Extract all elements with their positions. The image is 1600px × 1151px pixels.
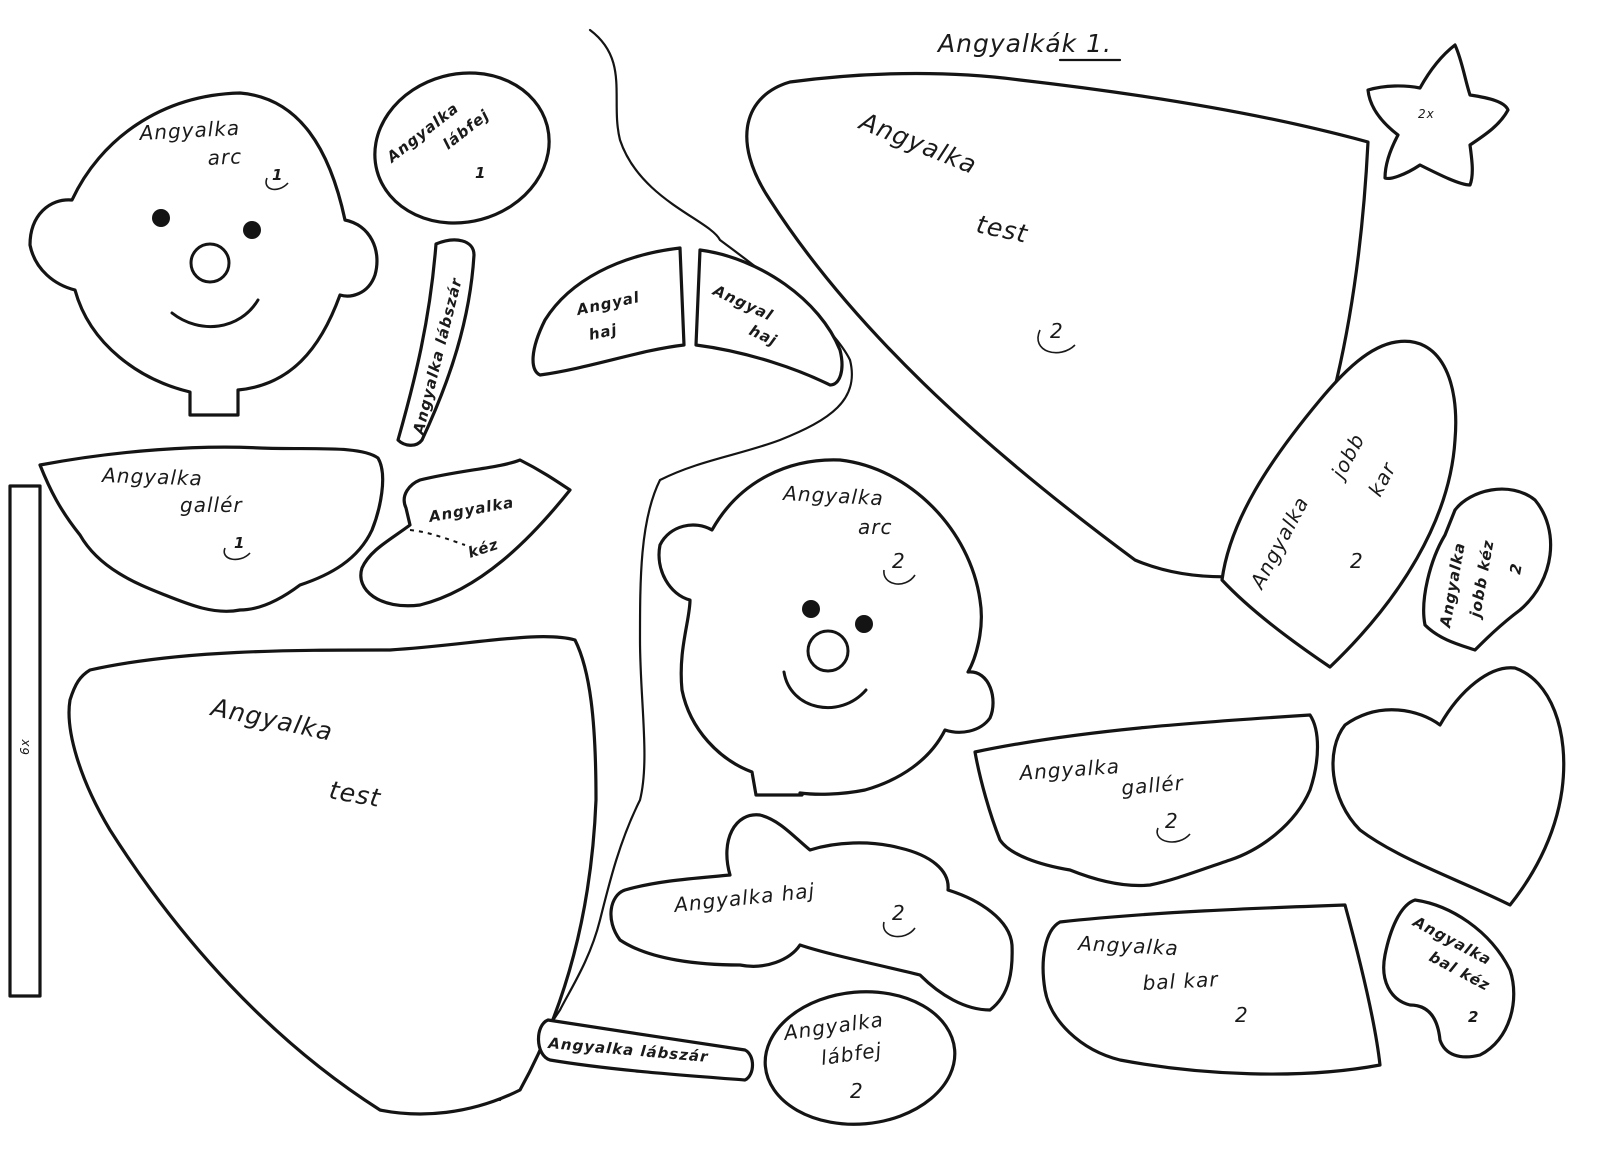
count-circle-icon <box>1156 827 1191 843</box>
arc1-line2: arc <box>207 144 243 170</box>
strip-mult: 6x <box>18 738 32 755</box>
jobb-kar-outline <box>1220 339 1458 669</box>
strip-outline <box>8 484 42 998</box>
angyalka-arc-2-piece: Angyalka arc 2 <box>657 458 995 797</box>
bal-kar-outline <box>1041 903 1382 1076</box>
labszar-2-outline <box>536 1018 755 1082</box>
jobbkar-count: 2 <box>1350 549 1364 573</box>
galler2-count: 2 <box>1165 809 1179 833</box>
angyalka-galler-2-piece: Angyalka gallér 2 <box>973 713 1320 888</box>
arc2-line1: Angyalka <box>781 481 885 510</box>
smile-icon <box>782 670 868 710</box>
galler1-line1: Angyalka <box>100 463 203 491</box>
angyalka-test-2-piece: Angyalka test 2 <box>745 71 1370 579</box>
angyalka-bal-kar-piece: Angyalka bal kar 2 <box>1041 903 1382 1076</box>
sheet-title: Angyalkák 1. <box>936 29 1112 58</box>
nose-icon <box>189 242 231 284</box>
galler-2-outline <box>973 713 1320 888</box>
angyalka-labfej-2-piece: Angyalka lábfej 2 <box>763 990 957 1126</box>
haj-left-line2: haj <box>587 320 619 344</box>
count-circle-icon <box>265 177 289 191</box>
balkar-line2: bal kar <box>1142 967 1220 995</box>
angyalka-labszar-2-piece: Angyalka lábszár <box>536 1018 755 1082</box>
star-piece: 2x <box>1366 43 1510 187</box>
left-eye-icon <box>802 600 820 618</box>
right-eye-icon <box>855 615 873 633</box>
labfej-2-outline <box>763 990 957 1126</box>
angyalka-jobb-kez-piece: Angyalka jobb kéz 2 <box>1422 487 1553 652</box>
jobb-kez-outline <box>1422 487 1553 652</box>
angyalka-labfej-1-piece: Angyalka lábfej 1 <box>373 71 551 225</box>
labfej2-count: 2 <box>850 1079 864 1103</box>
balkar-line1: Angyalka <box>1076 931 1180 960</box>
arc2-count: 2 <box>892 549 906 573</box>
galler1-count: 1 <box>234 534 245 552</box>
star-outline <box>1366 43 1510 187</box>
galler1-line2: gallér <box>180 493 243 517</box>
angyalka-labszar-1-piece: Angyalka lábszár <box>396 238 476 447</box>
heart-outline <box>1331 666 1566 907</box>
haj2-count: 2 <box>892 901 906 925</box>
arc1-count: 1 <box>272 166 283 184</box>
labfej1-count: 1 <box>475 164 486 182</box>
left-eye-icon <box>152 209 170 227</box>
kez-fold-line <box>409 529 466 546</box>
galler-1-outline <box>38 445 385 613</box>
arc1-line1: Angyalka <box>137 116 241 145</box>
angyalka-kez-1-piece: Angyalka kéz <box>359 458 572 608</box>
test2-count: 2 <box>1050 319 1064 343</box>
angyalka-haj-2-piece: Angyalka haj 2 <box>609 813 1014 1012</box>
count-circle-icon <box>1037 329 1076 354</box>
angyal-haj-left-piece: Angyal haj <box>531 246 686 377</box>
haj-right-outline <box>694 248 844 387</box>
jobbkez-count: 2 <box>1506 561 1526 575</box>
haj-left-outline <box>531 246 686 377</box>
labfej-1-outline <box>373 71 551 225</box>
angyal-haj-right-piece: Angyal haj <box>694 248 844 387</box>
count-circle-icon <box>223 547 251 561</box>
balkez-count: 2 <box>1468 1008 1479 1026</box>
angyalka-galler-1-piece: Angyalka gallér 1 <box>38 445 385 613</box>
angyalka-test-1-piece: Angyalka test <box>67 635 598 1116</box>
balkar-count: 2 <box>1235 1003 1249 1027</box>
smile-icon <box>170 298 260 328</box>
star-mult: 2x <box>1418 107 1435 121</box>
heart-piece <box>1331 666 1566 907</box>
galler2-line2: gallér <box>1120 771 1185 800</box>
haj-2-outline <box>609 813 1014 1012</box>
angyalka-bal-kez-piece: Angyalka bal kéz 2 <box>1382 898 1516 1059</box>
right-eye-icon <box>243 221 261 239</box>
face-1-outline <box>28 91 379 417</box>
count-circle-icon <box>883 569 916 585</box>
angyalka-arc-1-piece: Angyalka arc 1 <box>28 91 379 417</box>
angyalka-jobb-kar-piece: Angyalka jobb kar 2 <box>1220 339 1458 669</box>
count-circle-icon <box>882 921 916 938</box>
test-1-outline <box>67 635 598 1116</box>
labszar-1-outline <box>396 238 476 447</box>
nose-icon <box>806 629 850 673</box>
arc2-line2: arc <box>858 515 892 539</box>
kez-1-outline <box>359 458 572 608</box>
strip-piece: 6x <box>8 484 42 998</box>
bal-kez-outline <box>1382 898 1516 1059</box>
face-2-outline <box>657 458 995 797</box>
cut-line <box>498 28 853 1102</box>
